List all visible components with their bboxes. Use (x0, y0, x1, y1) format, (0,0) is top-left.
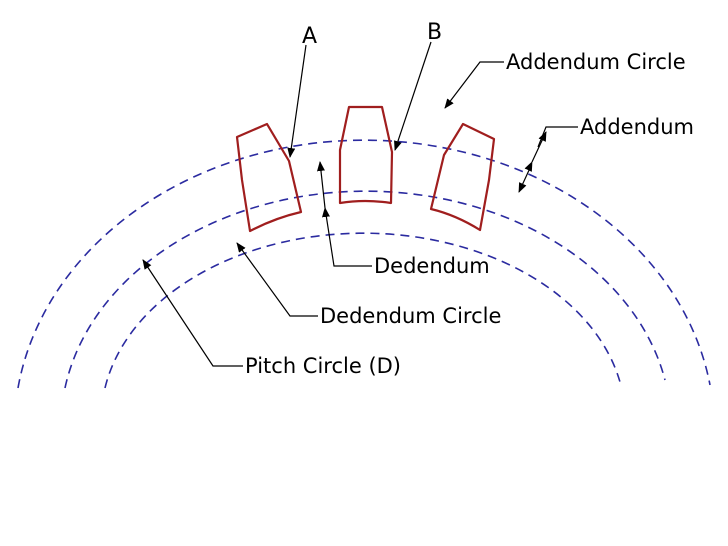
gear-tooth-center (338, 105, 394, 205)
addendum-dimension-arrow-lower (518, 167, 531, 193)
dedendum-label: Dedendum (374, 254, 490, 278)
pitch-circle-label: Pitch Circle (D) (245, 354, 401, 378)
dedendum-dimension-arrow (316, 161, 330, 218)
point-a-leader (287, 44, 307, 158)
dedendum-circle-leader (236, 242, 318, 317)
addendum-circle (17, 139, 711, 389)
dedendum-leader (324, 207, 372, 267)
pitch-circle-leader (142, 259, 243, 367)
addendum-label: Addendum (580, 115, 694, 139)
addendum-dimension-arrow (524, 131, 547, 172)
point-b-leader (394, 41, 432, 151)
pitch-circle (64, 190, 666, 389)
addendum-circle-label: Addendum Circle (506, 50, 686, 74)
point-a-label: A (302, 24, 317, 49)
dedendum-circle-label: Dedendum Circle (320, 304, 501, 328)
dedendum-circle (104, 232, 621, 389)
addendum-circle-leader (444, 61, 504, 109)
gear-tooth-right (429, 122, 496, 232)
gear-tooth-left (235, 122, 303, 233)
point-b-label: B (427, 20, 442, 45)
